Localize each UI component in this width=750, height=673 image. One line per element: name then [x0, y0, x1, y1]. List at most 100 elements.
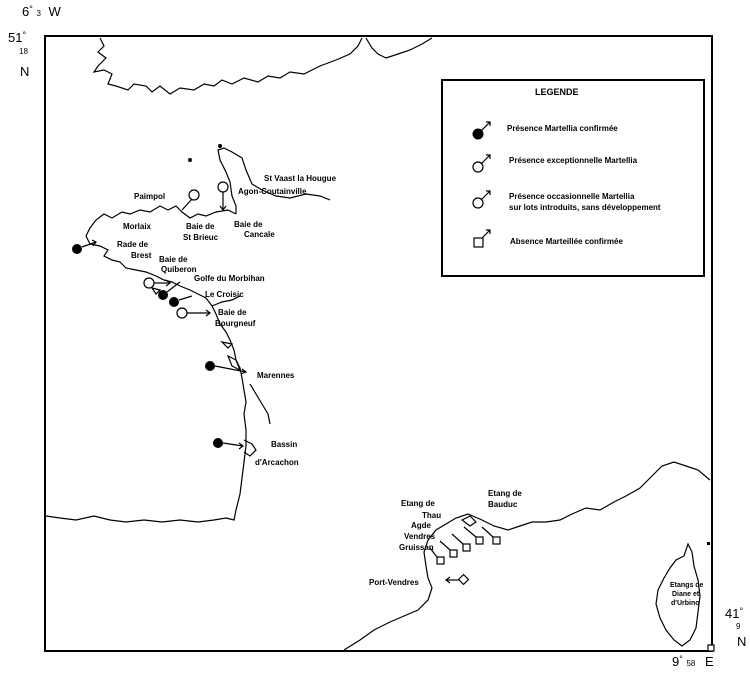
site-cancale	[217, 181, 229, 211]
label-arcachon-1: Bassin	[271, 440, 297, 449]
arrow-icon	[429, 547, 438, 558]
arrow-icon	[480, 190, 491, 201]
arrow-head	[486, 190, 491, 195]
island-re	[220, 341, 234, 349]
site-diane	[707, 644, 715, 652]
legend-title: LEGENDE	[535, 87, 579, 97]
label-bourgneuf-2: Bourgneuf	[215, 319, 256, 328]
arrow-icon	[481, 229, 491, 239]
label-agde: Agde	[411, 521, 432, 530]
label-croisic: Le Croisic	[205, 290, 244, 299]
island-oleron	[226, 354, 242, 372]
mediterranean-coastline	[343, 461, 711, 651]
arrow-icon	[181, 198, 193, 211]
bottom-right-longitude: 9° 58 E	[672, 654, 714, 669]
open-square-icon	[473, 237, 484, 248]
open-circle-icon	[176, 307, 188, 319]
label-baie-cancale-2: Cancale	[244, 230, 275, 239]
label-baie-st-brieuc-1: Baie de	[186, 222, 215, 231]
open-square-icon	[492, 536, 501, 545]
top-left-longitude: 6° 3 W	[22, 4, 61, 19]
site-gruissan	[429, 547, 445, 565]
corsica-coastline	[655, 542, 701, 647]
cotentin-coastline	[217, 147, 331, 214]
open-circle-icon	[188, 189, 200, 201]
site-morbihan	[158, 281, 181, 300]
site-bauduc	[481, 526, 501, 545]
arrow-icon	[439, 540, 451, 551]
arrow-head	[219, 205, 227, 211]
label-st-vaast: St Vaast la Hougue	[264, 174, 337, 183]
site-croisic	[169, 295, 193, 307]
top-left-latitude: 51°	[8, 30, 26, 45]
label-agon: Agon-Coutainville	[238, 187, 307, 196]
legend-box	[441, 79, 705, 277]
gironde-estuary	[249, 383, 271, 425]
degree-mark: °	[29, 4, 33, 14]
lon-minutes: 3	[36, 9, 41, 18]
open-circle-icon	[472, 161, 484, 173]
arrow-icon	[480, 121, 491, 132]
legend-item-label: Absence Marteillée confirmée	[510, 237, 623, 246]
label-arcachon-2: d'Arcachon	[255, 458, 299, 467]
label-paimpol: Paimpol	[134, 192, 165, 201]
label-gruissan: Gruissan	[399, 543, 434, 552]
site-paimpol	[181, 189, 200, 211]
lat-degrees: 41	[725, 606, 740, 621]
open-square-icon	[475, 536, 484, 545]
label-thau-2: Thau	[422, 511, 441, 520]
lat-degrees: 51	[8, 30, 23, 45]
island-belle-ile	[150, 287, 162, 295]
label-bauduc-1: Etang de	[488, 489, 522, 498]
arcachon-basin	[243, 439, 257, 457]
label-quiberon-2: Quiberon	[161, 265, 197, 274]
label-baie-st-brieuc-2: St Brieuc	[183, 233, 219, 242]
arrow-head	[486, 154, 491, 159]
label-diane-3: d'Urbino	[671, 600, 700, 607]
site-marennes	[205, 361, 248, 375]
label-vendres: Vendres	[404, 532, 436, 541]
arrow-icon	[451, 533, 464, 545]
arrow-head	[240, 368, 248, 375]
lon-minutes: 58	[686, 659, 696, 668]
arrow-icon	[463, 526, 477, 538]
arrow-icon	[178, 295, 193, 301]
arrow-icon	[81, 241, 97, 248]
site-bourgneuf	[176, 307, 211, 319]
arrow-icon	[222, 442, 244, 447]
bottom-right-latitude: 41°	[725, 606, 743, 621]
open-circle-icon	[472, 197, 484, 209]
degree-mark: °	[739, 606, 744, 616]
label-bourgneuf-1: Baie de	[218, 308, 247, 317]
legend-item-label-line1: Présence occasionnelle Martellia	[509, 192, 635, 201]
filled-circle-icon	[205, 361, 215, 371]
open-square-icon	[449, 549, 458, 558]
label-port-vendres: Port-Vendres	[369, 578, 419, 587]
label-rade-brest-2: Brest	[131, 251, 152, 260]
site-agde	[451, 533, 471, 552]
arrow-icon	[481, 526, 494, 538]
arrow-head	[205, 309, 211, 317]
arrow-icon	[214, 365, 247, 373]
filled-circle-icon	[169, 297, 179, 307]
brittany-south-coastline	[89, 243, 247, 521]
site-arcachon	[213, 438, 244, 450]
label-diane-2: Diane et	[672, 591, 700, 598]
island-mark	[188, 158, 192, 162]
label-morbihan: Golfe du Morbihan	[194, 274, 265, 283]
arrow-head	[486, 229, 491, 234]
lat-minutes: 18	[19, 47, 28, 56]
label-bauduc-2: Bauduc	[488, 500, 518, 509]
lat-minutes: 9	[736, 622, 741, 631]
degree-mark: °	[679, 654, 683, 664]
open-circle-icon	[217, 181, 229, 193]
label-baie-cancale-1: Baie de	[234, 220, 263, 229]
filled-circle-icon	[213, 438, 223, 448]
legend: LEGENDE Présence Martellia confirmée Pré…	[441, 79, 705, 277]
arrow-icon	[480, 154, 491, 165]
rhone-delta	[460, 515, 477, 527]
arrow-head	[445, 576, 451, 584]
site-quiberon	[143, 277, 171, 289]
label-quiberon-1: Baie de	[159, 255, 188, 264]
